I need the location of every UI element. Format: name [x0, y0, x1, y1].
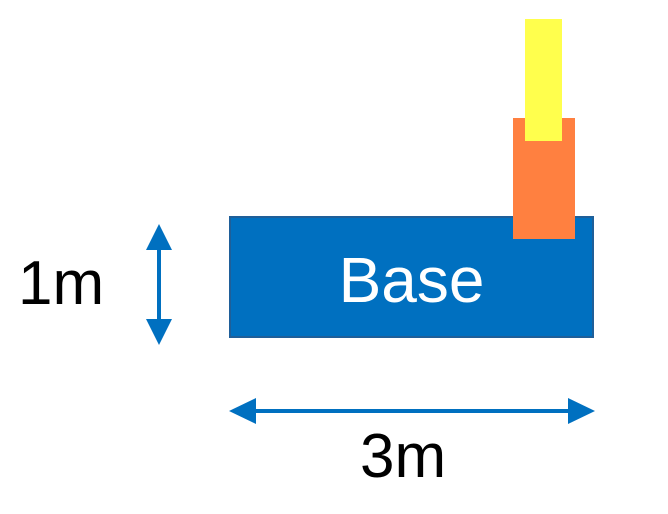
height-arrow	[146, 224, 172, 345]
height-arrow-head-down	[146, 319, 172, 345]
height-dimension-label: 1m	[18, 249, 105, 318]
base-label: Base	[338, 244, 485, 316]
base-label-container: Base	[229, 0, 594, 514]
width-dimension-label: 3m	[360, 422, 447, 491]
height-arrow-head-up	[146, 224, 172, 250]
width-arrow-head-left	[229, 398, 256, 424]
width-arrow	[229, 398, 595, 424]
width-arrow-head-right	[568, 398, 595, 424]
yellow-block	[525, 19, 562, 141]
